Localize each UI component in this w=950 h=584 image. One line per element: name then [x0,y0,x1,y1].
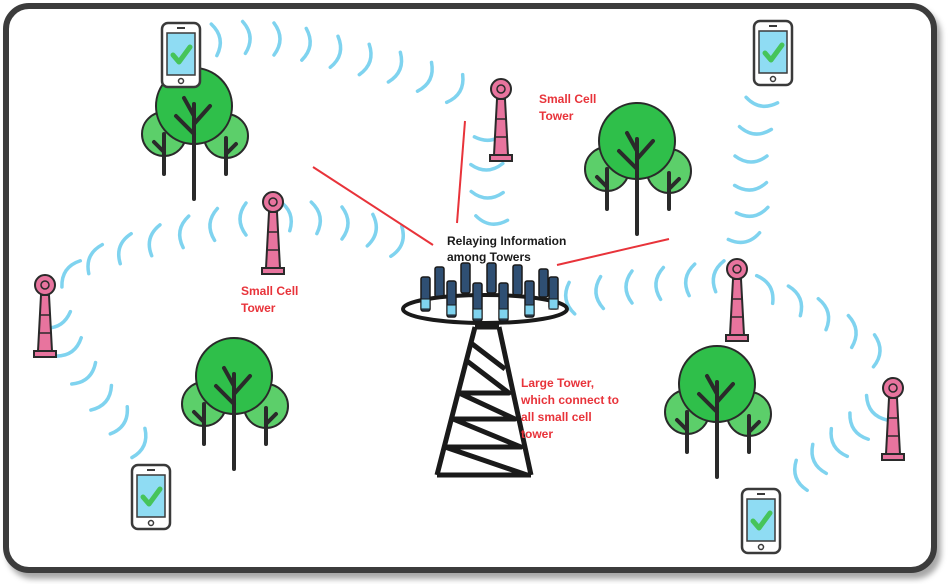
tree-icon [663,344,773,479]
phone-bottom-left-icon [132,465,170,529]
phone-bottom-right-icon [742,489,780,553]
large-tower-icon [401,262,569,478]
small-cell-tower-left-icon [261,191,285,275]
small-cell-tower-label-top: Small Cell Tower [539,92,597,123]
small-cell-tower-right-icon [725,258,749,342]
relay-lines [312,120,670,266]
small-cell-tower-far-left-icon [33,274,57,358]
tree-icon [180,336,290,471]
tree-icon [583,101,693,236]
phone-top-right-icon [754,21,792,85]
diagram-canvas [33,9,905,573]
large-tower-label: Large Tower, which connect to all small … [521,376,620,441]
phone-top-left-icon [162,23,200,87]
diagram-frame: Small Cell Tower Small Cell Tower Relayi… [3,3,937,573]
small-cell-tower-top-icon [489,78,513,162]
relaying-information-label: Relaying Information among Towers [447,234,567,264]
small-cell-tower-label-left: Small Cell Tower [241,284,299,315]
